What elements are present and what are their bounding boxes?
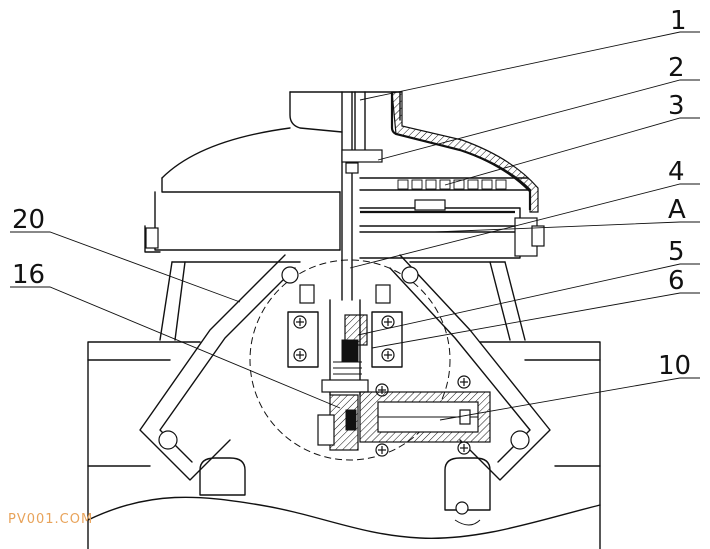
callout-1: 1 (670, 6, 687, 36)
callout-20: 20 (12, 205, 45, 235)
solenoid-assembly (317, 391, 491, 451)
mechanism-plates (287, 311, 471, 457)
callout-10: 10 (658, 351, 691, 381)
callout-3: 3 (668, 91, 685, 121)
callout-6: 6 (668, 266, 685, 296)
leader-lines (10, 31, 700, 421)
bonnet-housing (144, 91, 545, 259)
callout-16: 16 (12, 260, 45, 290)
callout-4: 4 (668, 157, 685, 187)
callout-2: 2 (668, 53, 685, 83)
valve-stem (329, 91, 383, 396)
yoke-frame (139, 254, 551, 526)
break-line (87, 496, 601, 539)
callout-5: 5 (668, 237, 685, 267)
callout-A: A (668, 195, 686, 225)
watermark-text: PV001.COM (8, 512, 94, 527)
